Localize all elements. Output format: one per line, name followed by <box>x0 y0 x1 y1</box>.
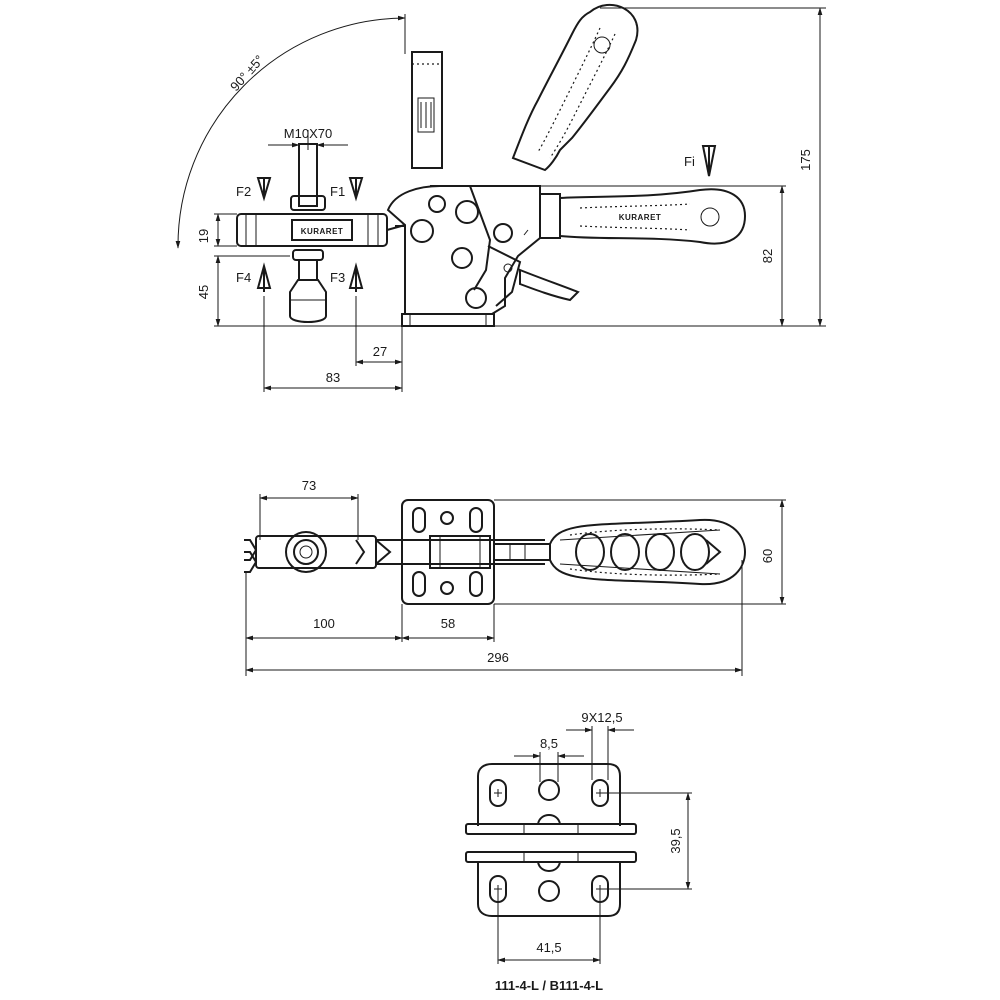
dim-60: 60 <box>760 549 775 563</box>
spindle <box>289 130 327 323</box>
top-handle <box>549 518 747 586</box>
lower-base-plate <box>465 851 637 917</box>
top-dimensions: 73 60 100 58 296 <box>245 478 786 676</box>
clamp-arm: KURARET <box>236 213 406 247</box>
dim-100: 100 <box>313 616 335 631</box>
dim-296: 296 <box>487 650 509 665</box>
top-arm <box>244 531 545 573</box>
upper-base-plate <box>465 763 637 835</box>
open-handle <box>511 3 639 172</box>
open-arm <box>411 51 443 169</box>
force-f4-label: F4 <box>236 270 251 285</box>
base-dimensions: 9X12,5 8,5 39,5 41,5 <box>497 710 692 964</box>
dim-hole: 8,5 <box>540 736 558 751</box>
dim-82: 82 <box>760 249 775 263</box>
force-arrows: F2 F1 F4 F3 Fi <box>236 145 717 292</box>
handle-brand: KURARET <box>619 213 662 222</box>
side-dimensions: M10X70 19 45 27 83 82 <box>196 7 826 392</box>
dim-83: 83 <box>326 370 340 385</box>
force-fi-label: Fi <box>684 154 695 169</box>
base-view: 9X12,5 8,5 39,5 41,5 111-4-L / B111-4-L <box>465 710 692 993</box>
handle: KURARET <box>540 188 747 245</box>
dim-395: 39,5 <box>668 828 683 853</box>
dim-415: 41,5 <box>536 940 561 955</box>
force-f2-label: F2 <box>236 184 251 199</box>
dim-19: 19 <box>196 229 211 243</box>
dim-73: 73 <box>302 478 316 493</box>
dim-175: 175 <box>798 149 813 171</box>
model-caption: 111-4-L / B111-4-L <box>495 978 603 993</box>
dim-slot: 9X12,5 <box>581 710 622 725</box>
dim-27: 27 <box>373 344 387 359</box>
clamp-body <box>386 185 580 327</box>
thread-label: M10X70 <box>284 126 332 141</box>
top-base-plate <box>401 499 551 605</box>
top-view: 73 60 100 58 296 <box>244 478 786 676</box>
force-f1-label: F1 <box>330 184 345 199</box>
dim-45: 45 <box>196 285 211 299</box>
arm-brand: KURARET <box>301 227 344 236</box>
force-f3-label: F3 <box>330 270 345 285</box>
side-view: 90° ±5° KURARET <box>175 3 826 392</box>
angle-label: 90° ±5° <box>227 52 267 94</box>
dim-58: 58 <box>441 616 455 631</box>
